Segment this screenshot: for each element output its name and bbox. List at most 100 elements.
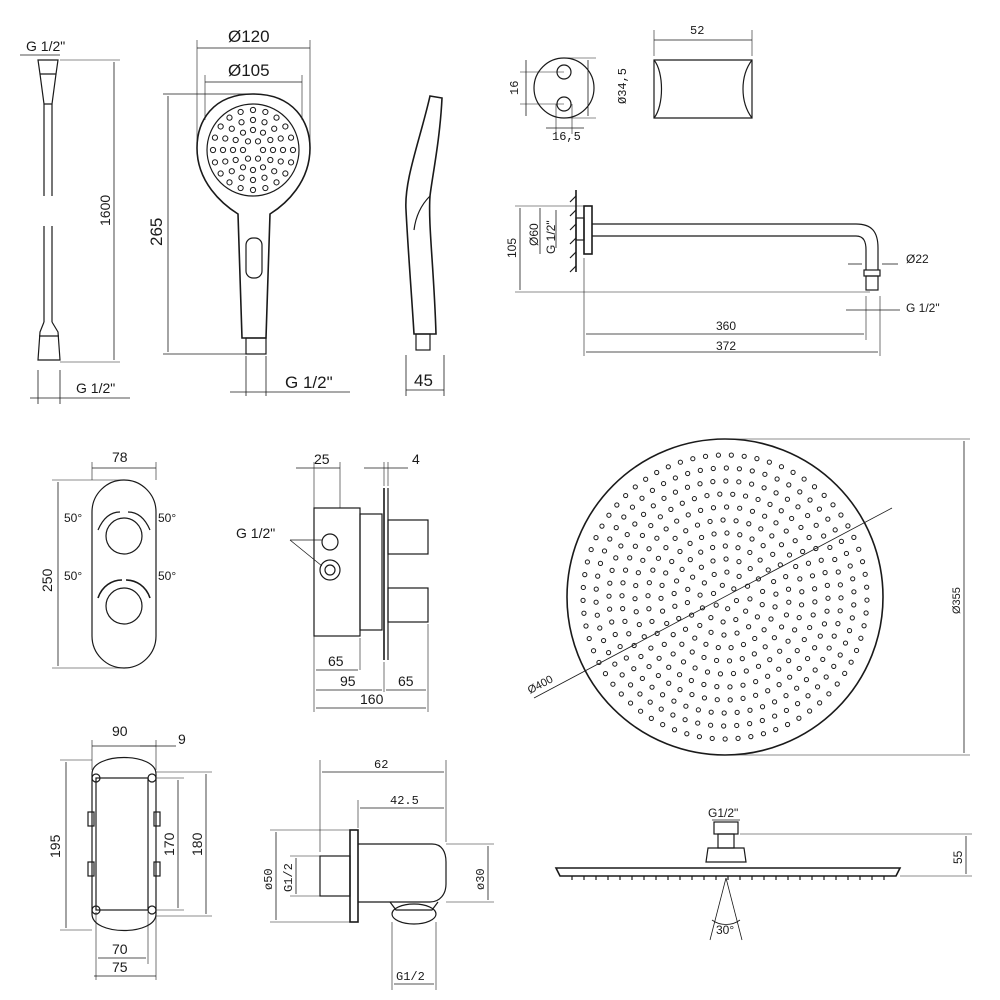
rain-hole [617,643,623,650]
rain-hole [778,542,785,548]
rain-hole [858,635,864,641]
rain-hole [762,471,768,477]
rain-hole [786,552,793,558]
rain-hole [703,641,709,647]
rain-hole [734,722,740,729]
rain-hole [786,658,792,664]
rain-hole [794,685,800,691]
spray-hole [249,166,257,174]
spray-hole [262,184,269,192]
rain-hole [838,538,845,544]
rain-hole [772,604,778,610]
rain-hole [740,695,746,702]
rain-hole [580,597,586,603]
rain-hole [740,682,746,688]
mixer-angle-bl: 50° [64,569,82,583]
rain-hole [649,487,656,493]
spray-hole [217,123,224,130]
spray-hole [244,138,252,145]
rain-hole [837,652,843,658]
spray-hole [267,156,274,164]
rain-hole [753,692,759,698]
rain-hole [710,479,716,485]
rain-hole [850,576,856,582]
rain-hole [752,635,758,642]
arm-tube-dia: Ø22 [906,252,929,266]
rain-shower-side-nozzles [571,876,885,880]
rain-hole [812,599,818,605]
hose-top-thread: G 1/2" [26,38,65,54]
rain-hole [672,475,678,481]
rain-hole [824,608,830,614]
rain-hole [692,635,698,641]
rain-hole [816,506,823,512]
rain-hole [762,513,768,519]
rain-hole [676,615,682,622]
rain-hole [673,578,680,584]
rain-hole [783,612,790,618]
outlet-body: 42.5 [390,794,419,808]
rain-hole [730,491,736,497]
rain-hole [691,496,697,502]
mixer-side-drawing [289,462,429,712]
rain-hole [822,570,828,576]
rain-hole [645,593,651,599]
rain-hole [827,544,833,551]
rain-hole [741,453,747,459]
rain-hole [646,606,652,612]
rain-hole [813,522,819,528]
rain-hole [830,502,836,508]
rain-hole [704,669,711,675]
rain-hole [701,681,707,688]
spray-hole [282,123,289,130]
rain-hole [633,609,639,615]
rain-hole [594,612,600,618]
rain-hole [749,508,756,514]
rain-shower-outer-dia: Ø400 [526,673,555,696]
rain-hole [646,546,652,552]
arm-reach-inner: 360 [716,319,736,333]
rain-hole [754,456,760,462]
rain-shower-top-drawing [533,438,970,756]
rain-hole [583,623,589,629]
rain-hole [655,672,661,679]
rain-hole [665,464,671,470]
rain-hole [655,555,662,561]
box-height: 195 [47,834,63,858]
rain-hole [661,495,667,501]
rain-hole [683,703,689,709]
rain-hole [809,573,816,579]
rain-hole [666,680,672,686]
rain-hole [743,608,749,614]
rain-shower-height-dia: Ø355 [951,587,963,614]
box-inner-height: 170 [161,832,177,856]
rain-hole [663,570,669,576]
rain-hole [733,616,739,623]
rain-hole [742,493,749,499]
rain-hole [784,496,791,502]
rain-hole [619,593,625,599]
rain-hole [670,632,676,638]
hose-length-label: 1600 [97,195,113,226]
rain-shower-spray-holes [580,452,870,742]
rain-hole [612,631,618,638]
rain-hole [690,574,696,580]
rain-hole [776,666,782,672]
rain-hole [765,688,771,694]
spray-hole [271,168,278,175]
rain-hole [767,501,773,507]
rain-hole [640,557,646,563]
arm-thread-in: G 1/2" [544,220,558,254]
rain-hole [668,506,674,512]
outlet-thread-in: G1/2 [282,863,296,892]
rain-hole [710,558,716,564]
rain-hole [623,492,629,499]
spray-hole [244,155,252,162]
spray-hole [238,119,245,126]
rain-hole [793,563,799,570]
rain-hole [623,655,629,661]
rain-hole [666,664,672,670]
rain-hole [638,708,644,714]
spray-hole [279,146,287,154]
rain-hole [859,559,866,565]
